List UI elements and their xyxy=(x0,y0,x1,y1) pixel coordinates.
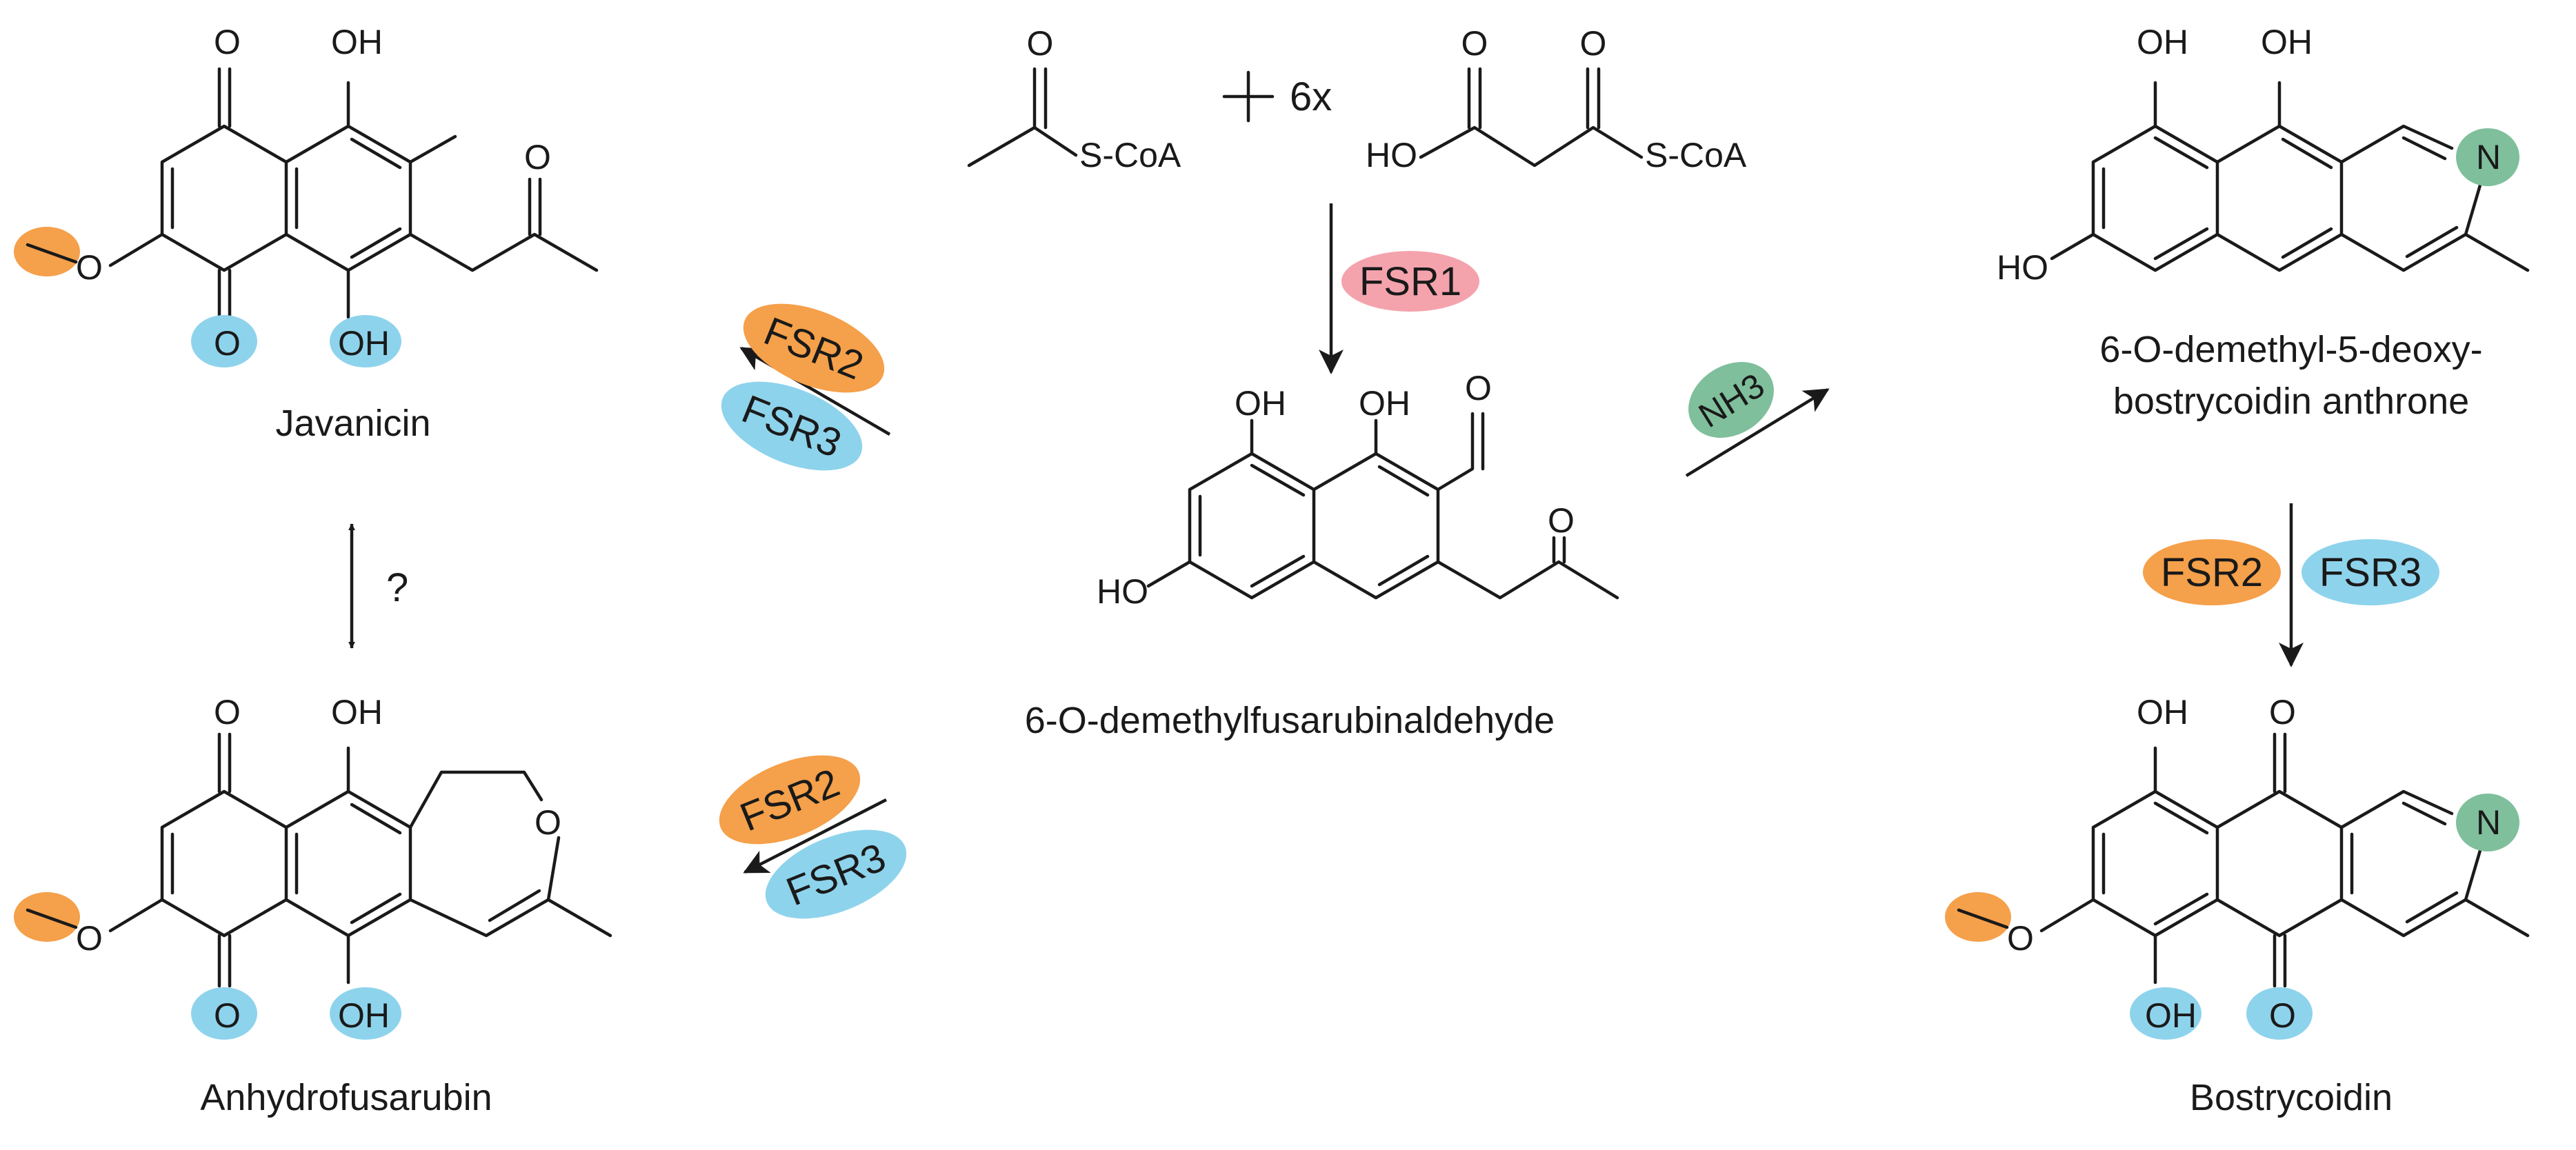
anhydrofusarubin-methoxy-o: O xyxy=(76,919,103,958)
anthrone-n-highlight xyxy=(2456,128,2519,186)
bostrycoidin-methoxy-o: O xyxy=(2007,919,2034,958)
fsr2-badge-right: FSR2 xyxy=(2143,539,2281,605)
intermediate-aldehyde-o: O xyxy=(1465,369,1492,407)
malonyl-o1: O xyxy=(1461,24,1488,63)
javanicin-name: Javanicin xyxy=(275,403,430,444)
malonyl-scoa-label: S-CoA xyxy=(1645,136,1747,174)
bostrycoidin-name: Bostrycoidin xyxy=(2190,1077,2393,1118)
javanicin-o-top: O xyxy=(214,23,241,61)
bostrycoidin-o-highlight xyxy=(2246,987,2313,1040)
anhydrofusarubin-oh-bottom: OH xyxy=(338,996,390,1035)
anhydrofusarubin-structure xyxy=(108,732,612,988)
anthrone-name-line1: 6-O-demethyl-5-deoxy- xyxy=(2099,329,2482,370)
acetyl-scoa-label: S-CoA xyxy=(1079,136,1181,174)
javanicin-o-highlight xyxy=(191,315,257,367)
unknown-step-mark: ? xyxy=(386,565,408,610)
anhydrofusarubin-o-top: O xyxy=(214,693,241,732)
intermediate-oh-2: OH xyxy=(1359,384,1410,423)
javanicin-methoxy-o: O xyxy=(76,248,103,287)
javanicin-structure xyxy=(26,67,599,323)
bostrycoidin-oh-highlight xyxy=(2130,987,2201,1040)
anthrone-ho: HO xyxy=(1997,248,2048,287)
bostrycoidin-oh-top: OH xyxy=(2137,693,2188,732)
bostrycoidin-o-top: O xyxy=(2269,693,2296,732)
anhydrofusarubin-oh-top: OH xyxy=(331,693,383,732)
anhydrofusarubin-o-highlight xyxy=(191,987,257,1040)
fsr1-enzyme-badge: FSR1 xyxy=(1341,251,1479,312)
anthrone-n: N xyxy=(2476,138,2501,176)
acetyl-coa-structure: O S-CoA xyxy=(967,24,1181,174)
anhydrofusarubin-o-bottom: O xyxy=(214,996,241,1035)
intermediate-ho: HO xyxy=(1097,572,1148,611)
anhydrofusarubin-oh-highlight xyxy=(330,987,401,1040)
svg-text:FSR2: FSR2 xyxy=(2161,550,2263,595)
intermediate-oh-1: OH xyxy=(1235,384,1286,423)
intermediate-structure: OH OH O O HO xyxy=(1097,369,1619,611)
malonyl-coa-structure: HO O O S-CoA xyxy=(1366,24,1747,174)
to-anhydrofusarubin-arrow xyxy=(743,798,888,874)
javanicin-oh-bottom: OH xyxy=(338,324,390,363)
bostrycoidin-n: N xyxy=(2476,803,2501,842)
bostrycoidin-o-bottom: O xyxy=(2269,996,2296,1035)
svg-text:FSR1: FSR1 xyxy=(1359,259,1461,304)
acetyl-carbonyl-o: O xyxy=(1027,24,1054,63)
javanicin-o-bottom: O xyxy=(214,324,241,363)
intermediate-name: 6-O-demethylfusarubinaldehyde xyxy=(1025,700,1555,741)
ammonia-reaction-arrow xyxy=(1685,388,1830,477)
bostrycoidin-oh-bottom: OH xyxy=(2145,996,2197,1035)
javanicin-oh-highlight xyxy=(330,315,401,367)
anthrone-oh-1: OH xyxy=(2137,23,2188,61)
fsr3-badge-right: FSR3 xyxy=(2302,539,2439,605)
intermediate-ketone-o: O xyxy=(1548,501,1575,540)
malonyl-ho-label: HO xyxy=(1366,136,1417,174)
anthrone-name-line2: bostrycoidin anthrone xyxy=(2113,381,2469,422)
anhydrofusarubin-pyran-o: O xyxy=(535,803,561,842)
javanicin-oh-top: OH xyxy=(331,23,383,61)
javanicin-ketone-o: O xyxy=(524,138,551,176)
nh3-badge: NH3 xyxy=(1688,362,1774,438)
bostrycoidin-n-highlight xyxy=(2456,794,2519,851)
anthrone-structure xyxy=(2050,81,2530,272)
plus-sign xyxy=(1222,70,1275,123)
bostrycoidin-structure xyxy=(2039,732,2530,988)
anhydrofusarubin-name: Anhydrofusarubin xyxy=(200,1077,492,1118)
svg-text:FSR3: FSR3 xyxy=(2319,550,2422,595)
malonyl-o2: O xyxy=(1580,24,1607,63)
malonyl-multiplier: 6x xyxy=(1290,74,1332,119)
anthrone-oh-2: OH xyxy=(2261,23,2313,61)
